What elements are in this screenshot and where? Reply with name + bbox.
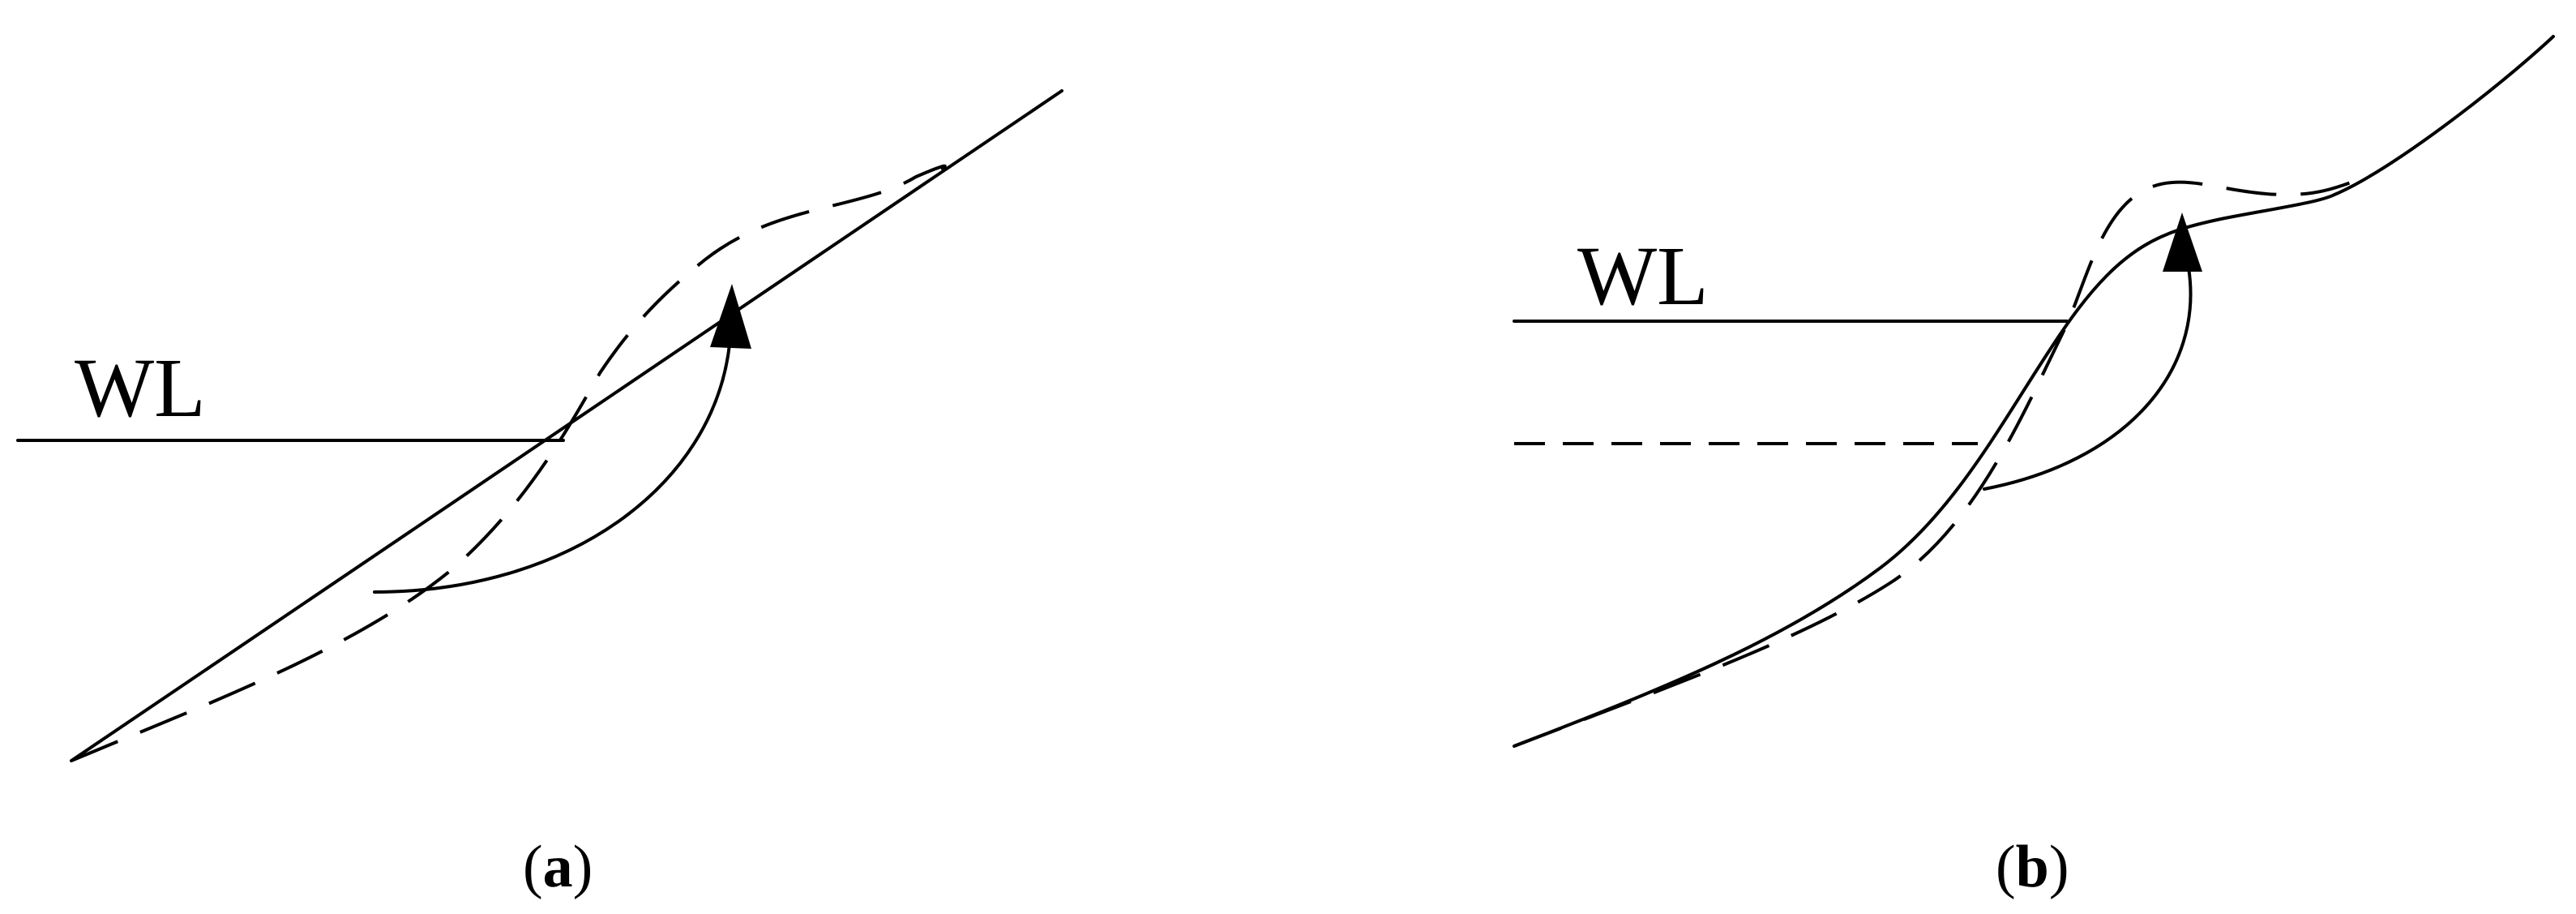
panel-b-arrow-head (2163, 212, 2202, 272)
panel-b-failure-surface-dashed (1513, 180, 2351, 748)
panel-a-movement-arc (373, 343, 731, 594)
panel-a: WL (a) (16, 89, 1063, 900)
panel-a-slope-profile (70, 89, 1063, 762)
panel-a-arrow-head (710, 284, 751, 349)
panel-b-caption: (b) (1996, 834, 2069, 900)
panel-b: WL (b) (1513, 35, 2555, 900)
panel-a-failure-surface-dashed (71, 164, 947, 762)
panel-b-movement-arc (1983, 266, 2193, 491)
panel-b-slope-profile (1513, 35, 2555, 748)
panel-b-wl-label: WL (1577, 230, 1709, 323)
panel-a-wl-label: WL (75, 341, 206, 435)
panel-a-caption: (a) (523, 834, 593, 900)
